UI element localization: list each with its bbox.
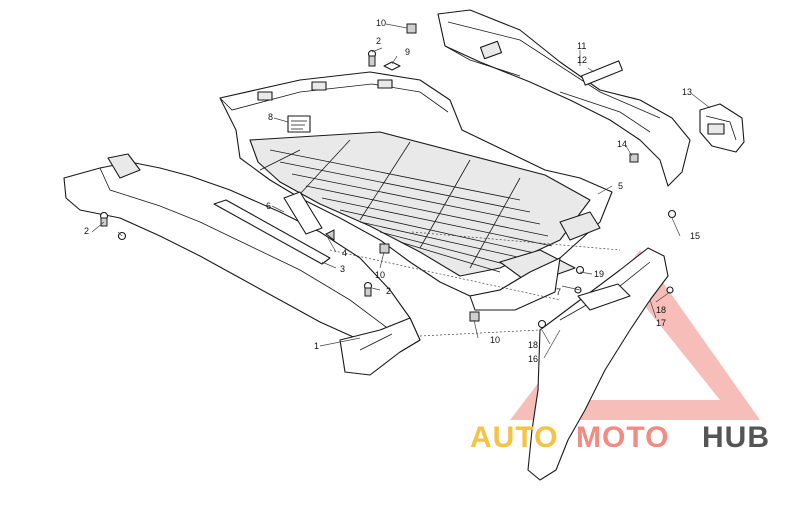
callout-10-bottom: 10	[490, 335, 500, 345]
callout-2-middle: 2	[386, 286, 391, 296]
fasteners	[99, 23, 677, 329]
callout-7: 7	[556, 287, 561, 297]
callout-16: 16	[528, 354, 538, 364]
callout-9: 9	[405, 47, 410, 57]
callout-19: 19	[594, 269, 604, 279]
callout-10-top: 10	[376, 18, 386, 28]
watermark-moto: MOTO	[576, 421, 669, 454]
callout-2-left: 2	[84, 226, 89, 236]
callout-13: 13	[682, 87, 692, 97]
callout-18-right: 18	[656, 305, 666, 315]
watermark-text: AUTO MOTO HUB	[470, 421, 770, 454]
callout-10-middle: 10	[375, 270, 385, 280]
warning-label	[287, 115, 311, 133]
trim-strip	[213, 191, 331, 265]
callout-15: 15	[690, 231, 700, 241]
callout-18-left: 18	[528, 340, 538, 350]
callout-14: 14	[617, 139, 627, 149]
side-decal	[283, 191, 323, 235]
left-side-rail	[63, 153, 421, 376]
callout-8: 8	[268, 112, 273, 122]
callout-labels: 10 2 9 11 12 13 14 15 5 8 6 4 3 10 2 1 2…	[84, 18, 700, 364]
callout-4: 4	[342, 248, 347, 258]
right-rear-panel	[437, 9, 691, 187]
callout-5: 5	[618, 181, 623, 191]
callout-11: 11	[577, 41, 586, 51]
callout-2-top: 2	[376, 36, 381, 46]
callout-3: 3	[340, 264, 345, 274]
watermark-hub: HUB	[702, 421, 770, 454]
callout-12: 12	[577, 55, 587, 65]
decal-strip	[581, 60, 623, 86]
callout-17: 17	[656, 318, 666, 328]
latch-bracket	[699, 103, 745, 153]
right-side-rail	[527, 247, 669, 481]
callout-1: 1	[314, 341, 319, 351]
watermark-auto: AUTO	[470, 421, 558, 454]
callout-6: 6	[266, 201, 271, 211]
leader-lines	[91, 23, 711, 359]
